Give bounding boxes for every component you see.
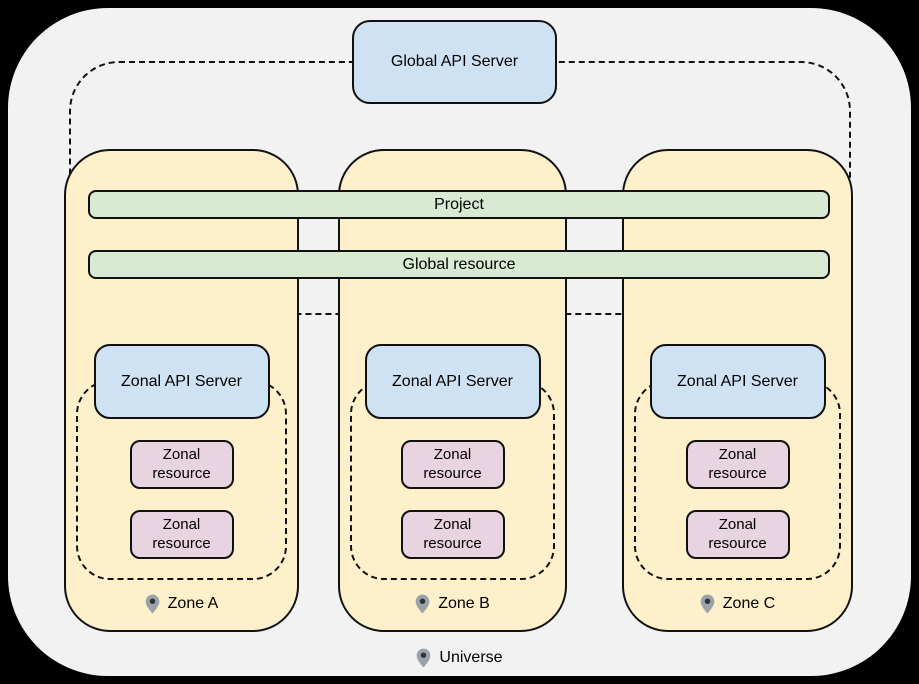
zone-a-zonal-resource-box-1: Zonal resource [129,440,234,489]
zone-a-container: Zonal API Server Zonal resource Zonal re… [64,149,299,632]
map-pin-icon [145,594,160,614]
zonal-api-server-label: Zonal API Server [121,372,242,390]
global-resource-bar: Global resource [88,250,830,279]
global-resource-bar-label: Global resource [402,255,516,273]
zonal-resource-label: Zonal resource [152,515,211,552]
zonal-resource-label: Zonal resource [708,445,767,482]
zone-label: Zone B [438,595,490,612]
zone-c-zonal-resource-box-1: Zonal resource [685,440,790,489]
zonal-resource-label: Zonal resource [708,515,767,552]
zone-b-zonal-resource-box-2: Zonal resource [400,510,505,559]
global-api-server-label: Global API Server [390,53,519,70]
zonal-api-server-label: Zonal API Server [392,372,513,390]
zone-c-container: Zonal API Server Zonal resource Zonal re… [622,149,853,632]
zone-a-zonal-api-server-box: Zonal API Server [93,344,270,419]
zone-label: Zone A [167,595,219,612]
zone-b-zonal-resource-box-1: Zonal resource [400,440,505,489]
zonal-resource-label: Zonal resource [423,445,482,482]
map-pin-icon [417,648,431,668]
zonal-resource-label: Zonal resource [152,445,211,482]
zone-b-label-row: Zone B [340,589,565,619]
zone-label: Zone C [722,595,776,612]
zone-c-label-row: Zone C [624,589,851,619]
map-pin-icon [415,594,430,614]
zone-a-label-row: Zone A [66,589,297,619]
universe-label: Universe [439,649,503,666]
global-api-server-box: Global API Server [352,20,557,104]
zone-a-zonal-resource-box-2: Zonal resource [129,510,234,559]
project-bar: Project [88,190,830,219]
zone-c-zonal-resource-box-2: Zonal resource [685,510,790,559]
zonal-api-server-label: Zonal API Server [677,372,798,390]
zonal-resource-label: Zonal resource [423,515,482,552]
map-pin-icon [700,594,715,614]
zone-c-zonal-api-server-box: Zonal API Server [649,344,826,419]
zone-b-zonal-api-server-box: Zonal API Server [364,344,541,419]
zone-b-container: Zonal API Server Zonal resource Zonal re… [338,149,567,632]
universe-label-row: Universe [0,644,919,672]
project-bar-label: Project [434,195,484,213]
